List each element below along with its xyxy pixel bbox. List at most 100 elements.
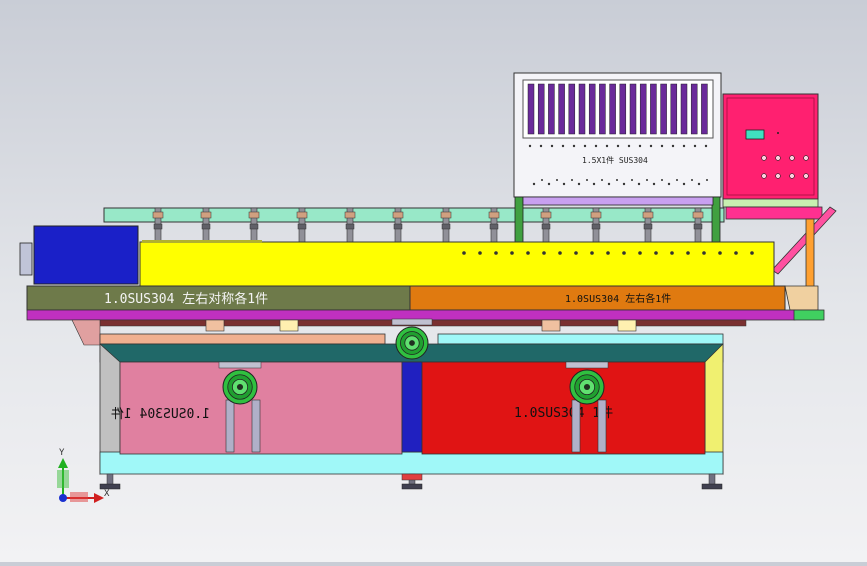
motor-stand-left	[225, 399, 235, 453]
bolt	[649, 144, 653, 148]
body-hole	[654, 251, 658, 255]
control-button	[803, 173, 809, 179]
body-hole	[622, 251, 626, 255]
body-hole	[702, 251, 706, 255]
louver-slot	[609, 83, 616, 135]
roller-clamp	[643, 223, 653, 230]
roller-nut	[488, 211, 500, 219]
bolt	[583, 144, 587, 148]
control-button	[761, 155, 767, 161]
upper-rail	[103, 207, 725, 223]
bolt	[652, 182, 656, 186]
louver-slot	[629, 83, 637, 135]
right-end-cap	[784, 285, 819, 311]
fan-axle	[236, 383, 244, 391]
louver-slot	[660, 83, 667, 135]
foot-pad	[401, 483, 423, 490]
cabinet-label: 1.5X1件 SUS304	[582, 155, 648, 165]
body-hole	[526, 251, 530, 255]
louver-slot	[588, 83, 596, 135]
under-block	[205, 319, 225, 332]
body-hole	[718, 251, 722, 255]
x-axis-label: X	[104, 489, 110, 499]
orange-bar-label: 1.0SUS304 左右各1件	[565, 292, 671, 305]
fan-motor-right	[565, 361, 609, 405]
louver-slot	[568, 83, 576, 135]
roller-clamp	[591, 223, 601, 230]
louver-slot	[548, 83, 555, 135]
cabinet-crossbar	[522, 196, 714, 206]
roller-nut	[200, 211, 212, 219]
bolt	[622, 182, 626, 186]
body-hole	[590, 251, 594, 255]
body-hole	[462, 251, 466, 255]
frame-bottom-band	[99, 451, 724, 475]
louver-slot	[680, 83, 688, 135]
center-post	[401, 361, 423, 453]
roller-clamp	[153, 223, 163, 230]
roller-nut	[248, 211, 260, 219]
bolt	[627, 144, 631, 148]
bolt	[594, 144, 598, 148]
axis-origin	[59, 494, 67, 502]
body-hole	[558, 251, 562, 255]
under-block	[617, 319, 637, 332]
louver-slot	[527, 83, 535, 135]
louver-slot	[619, 83, 627, 135]
y-axis-plane	[57, 470, 69, 488]
lower-frame-top-left	[99, 333, 386, 345]
foot-pad	[701, 483, 723, 490]
control-button	[789, 155, 795, 161]
body-hole	[574, 251, 578, 255]
bolt	[541, 179, 543, 181]
display-screen	[745, 129, 765, 140]
x-axis-plane	[70, 492, 88, 502]
roller-nut	[642, 211, 654, 219]
control-button	[803, 155, 809, 161]
cabinet-bolts-top	[528, 144, 708, 148]
roller-nut	[540, 211, 552, 219]
fan-axle	[583, 383, 591, 391]
fan-mount	[218, 361, 262, 369]
bolt	[607, 182, 611, 186]
roller-clamp	[201, 223, 211, 230]
under-block	[541, 319, 561, 332]
under-blocks	[205, 319, 637, 332]
bolt	[704, 144, 708, 148]
motor-stand-left	[251, 399, 261, 453]
bolt	[550, 144, 554, 148]
louver-slot	[701, 83, 708, 135]
bolt	[682, 144, 686, 148]
bolt	[661, 179, 663, 181]
roller-nut	[590, 211, 602, 219]
bolt	[693, 144, 697, 148]
body-hole	[638, 251, 642, 255]
lower-frame-top-right	[437, 333, 724, 345]
bolt	[616, 144, 620, 148]
rail-rollers	[152, 207, 704, 243]
center-foot-cap	[401, 473, 423, 481]
bolt	[572, 144, 576, 148]
bolt	[571, 179, 573, 181]
bolt	[646, 179, 648, 181]
axis-triad: Y X	[57, 448, 110, 503]
motor-bracket	[19, 242, 33, 276]
bolt	[539, 144, 543, 148]
louver-slot	[690, 83, 698, 135]
y-axis-arrow	[58, 458, 68, 468]
body-hole	[750, 251, 754, 255]
motor-stand-right	[597, 399, 607, 453]
louver-slot	[599, 83, 606, 135]
bolt	[556, 179, 558, 181]
bolt	[561, 144, 565, 148]
roller-nut	[440, 211, 452, 219]
bolt	[638, 144, 642, 148]
louver-slot	[537, 83, 545, 135]
control-button	[775, 155, 781, 161]
bolt	[682, 182, 686, 186]
orange-side-bar	[409, 285, 786, 311]
electrical-box-ledge	[725, 206, 823, 220]
machine-feet	[99, 473, 723, 490]
bolt	[697, 182, 701, 186]
